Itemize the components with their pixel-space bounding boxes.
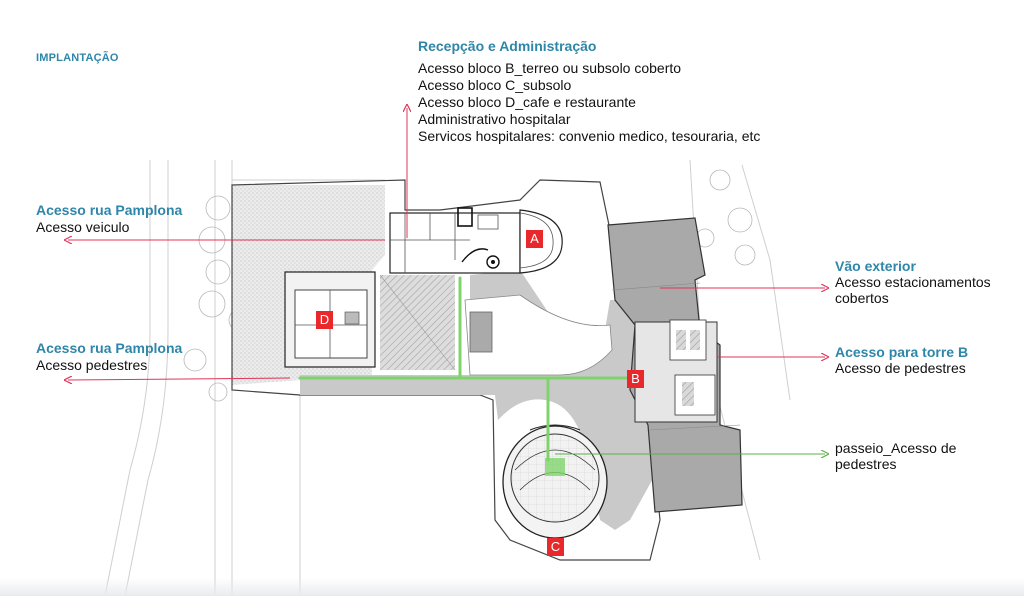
block-d-badge: D: [316, 311, 333, 329]
exterior-line: Acesso estacionamentos: [835, 274, 991, 290]
building-d: [284, 271, 376, 368]
reception-line: Administrativo hospitalar: [418, 111, 571, 127]
pedestrian-access-subtitle: Acesso pedestres: [36, 357, 148, 373]
reception-line: Acesso bloco B_terreo ou subsolo coberto: [418, 60, 682, 76]
arrow-pedestrian: [68, 378, 291, 380]
walk-access-line: pedestres: [835, 456, 897, 472]
pedestrian-paths: [298, 276, 632, 462]
reception-line: Servicos hospitalares: convenio medico, …: [418, 128, 761, 144]
building-b: [607, 217, 743, 513]
tower-access-subtitle: Acesso de pedestres: [835, 360, 966, 376]
section-label: IMPLANTAÇÃO: [36, 52, 119, 64]
pedestrian-access-title: Acesso rua Pamplona: [36, 340, 183, 356]
reception-title: Recepção e Administração: [418, 38, 597, 54]
reception-line: Acesso bloco D_cafe e restaurante: [418, 94, 636, 110]
plaza-island: [464, 294, 613, 376]
walk-access-line: passeio_Acesso de: [835, 440, 957, 456]
exterior-line: cobertos: [835, 290, 889, 306]
bottom-fade: [0, 578, 1024, 596]
reception-line: Acesso bloco C_subsolo: [418, 77, 572, 93]
block-c-badge: C: [547, 538, 564, 556]
block-b-badge: B: [627, 370, 644, 388]
block-a-badge: A: [526, 230, 543, 248]
vehicle-access-subtitle: Acesso veiculo: [36, 219, 130, 235]
vehicle-access-title: Acesso rua Pamplona: [36, 202, 183, 218]
tower-access-title: Acesso para torre B: [835, 344, 969, 360]
exterior-title: Vão exterior: [835, 258, 916, 274]
